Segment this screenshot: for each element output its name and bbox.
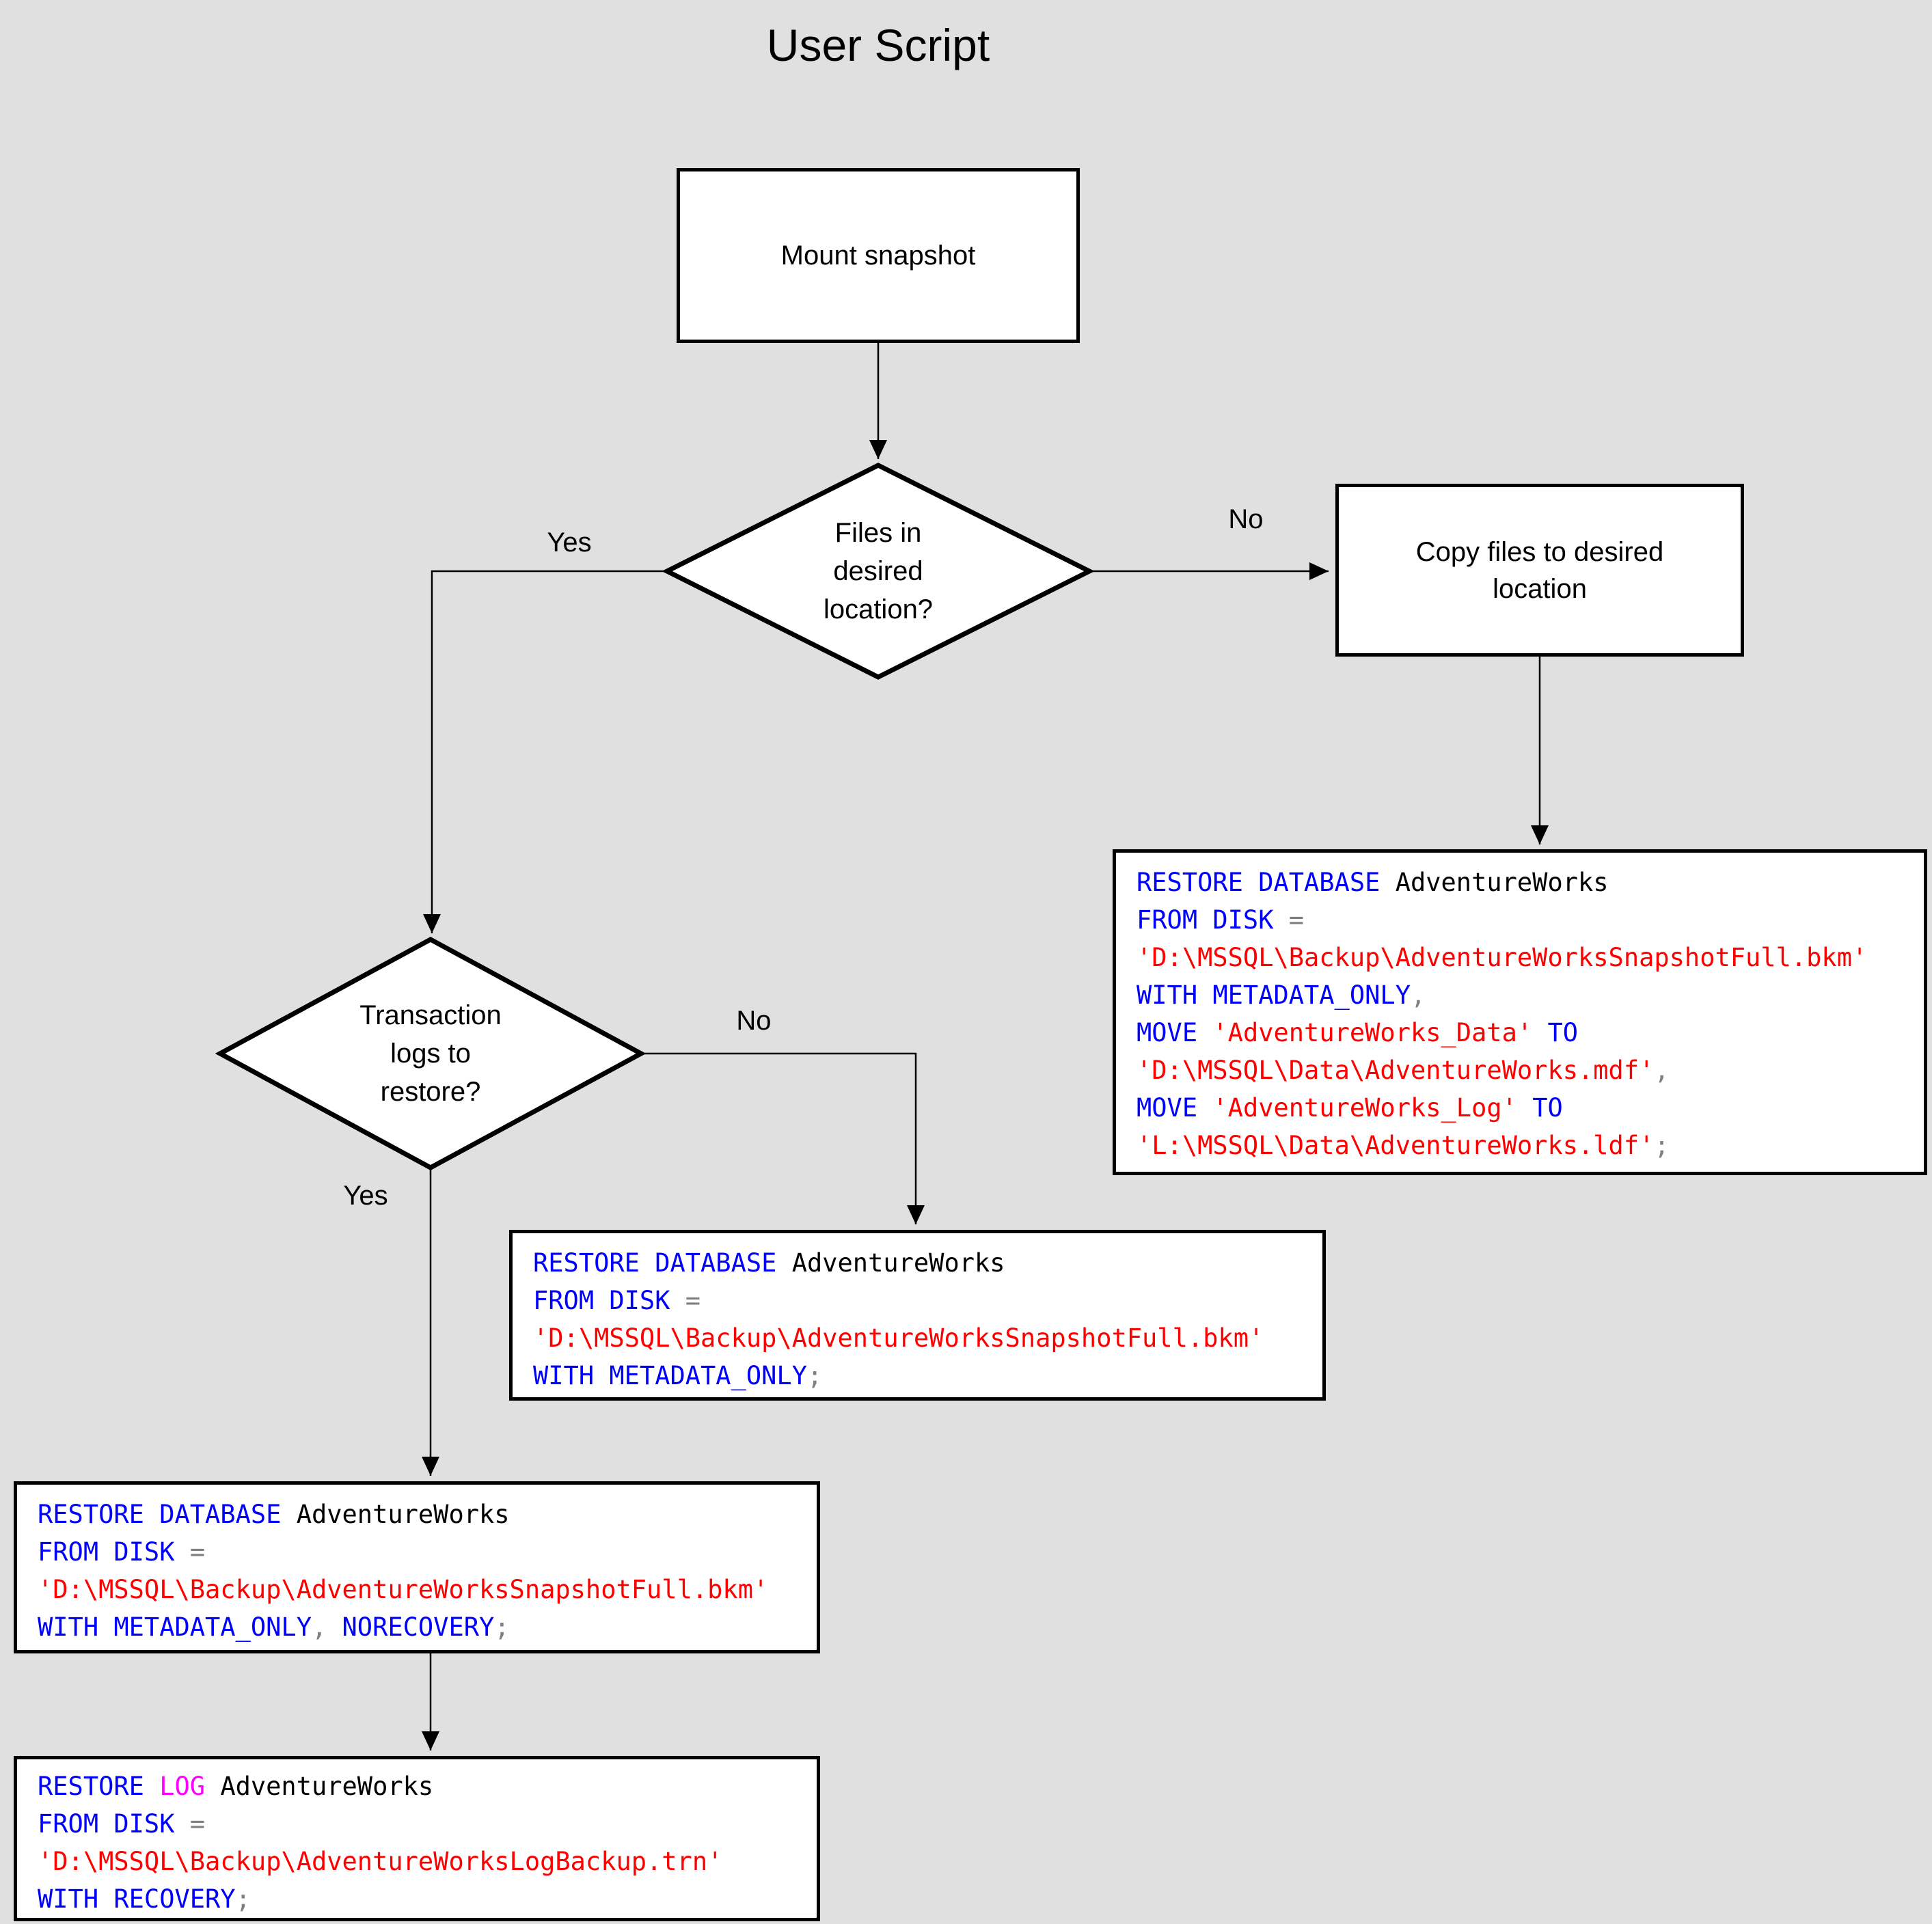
code-token-operator: = [685, 1286, 701, 1315]
code-token-operator: ; [806, 1361, 823, 1390]
edge-label-files-no: No [1228, 504, 1264, 534]
code-token-keyword: NORECOVERY [342, 1612, 495, 1642]
code-token-keyword: TO [1547, 1018, 1579, 1047]
code-line: FROM DISK = [1137, 901, 1903, 939]
node-mount-snapshot: Mount snapshot [677, 168, 1080, 343]
code-line: WITH RECOVERY; [38, 1880, 796, 1918]
code-token-keyword: WITH RECOVERY [38, 1884, 236, 1914]
edge-label-logs-no: No [736, 1006, 772, 1036]
code-line: RESTORE DATABASE AdventureWorks [1137, 864, 1903, 901]
connector-logs-no-to-restore-metadata [641, 1052, 925, 1224]
edge-label-logs-yes: Yes [343, 1181, 388, 1211]
code-token-operator: = [189, 1537, 206, 1567]
code-token-identifier: AdventureWorks [791, 1248, 1005, 1278]
code-token-identifier: AdventureWorks [1395, 868, 1609, 897]
code-line: WITH METADATA_ONLY; [533, 1357, 1302, 1394]
decision-shape-transaction-logs [215, 937, 647, 1170]
code-line: 'D:\MSSQL\Backup\AdventureWorksSnapshotF… [533, 1319, 1302, 1357]
code-line: RESTORE DATABASE AdventureWorks [533, 1244, 1302, 1282]
code-line: MOVE 'AdventureWorks_Data' TO [1137, 1014, 1903, 1052]
code-token-operator: , [1410, 980, 1426, 1010]
code-token-keyword: MOVE [1137, 1093, 1213, 1123]
code-token-string: 'D:\MSSQL\Backup\AdventureWorksLogBackup… [38, 1847, 723, 1876]
decision-label-files-in-location: Files in desired location? [823, 518, 934, 624]
code-token-operator: ; [235, 1884, 251, 1914]
code-token-operator: ; [494, 1612, 510, 1642]
decision-shape-files-in-location [662, 463, 1095, 680]
code-token-keyword: FROM DISK [1137, 905, 1289, 935]
code-token-string: 'L:\MSSQL\Data\AdventureWorks.ldf' [1137, 1131, 1655, 1160]
code-token-string: 'AdventureWorks_Log' [1212, 1093, 1517, 1123]
node-mount-snapshot-label: Mount snapshot [780, 240, 976, 271]
node-copy-files: Copy files to desired location [1335, 484, 1744, 657]
code-line: RESTORE LOG AdventureWorks [38, 1768, 796, 1805]
connector-files-yes-to-logs-decision [423, 570, 667, 933]
code-token-keyword: RESTORE DATABASE [38, 1500, 297, 1529]
code-token-keyword: WITH METADATA_ONLY [1137, 980, 1411, 1010]
code-token-keyword: WITH METADATA_ONLY [533, 1361, 807, 1390]
code-line: RESTORE DATABASE AdventureWorks [38, 1496, 796, 1533]
code-line: FROM DISK = [38, 1533, 796, 1571]
node-copy-files-label: Copy files to desired location [1415, 536, 1664, 604]
code-token-operator: ; [1654, 1131, 1670, 1160]
code-line: 'D:\MSSQL\Backup\AdventureWorksSnapshotF… [1137, 939, 1903, 976]
code-line: WITH METADATA_ONLY, NORECOVERY; [38, 1608, 796, 1646]
code-token-keyword: RESTORE [38, 1772, 160, 1801]
code-line: 'D:\MSSQL\Data\AdventureWorks.mdf', [1137, 1052, 1903, 1089]
code-token-string: 'AdventureWorks_Data' [1212, 1018, 1533, 1047]
code-token-keyword: MOVE [1137, 1018, 1213, 1047]
code-line: FROM DISK = [38, 1805, 796, 1843]
code-token-identifier [1517, 1093, 1532, 1123]
code-token-identifier: AdventureWorks [296, 1500, 510, 1529]
code-token-operator: , [1654, 1056, 1670, 1085]
code-token-operator: = [189, 1809, 206, 1839]
code-token-identifier [1532, 1018, 1547, 1047]
code-token-keyword: FROM DISK [38, 1537, 190, 1567]
code-line: MOVE 'AdventureWorks_Log' TO [1137, 1089, 1903, 1127]
code-token-string: 'D:\MSSQL\Backup\AdventureWorksSnapshotF… [38, 1575, 769, 1604]
code-line: 'L:\MSSQL\Data\AdventureWorks.ldf'; [1137, 1127, 1903, 1164]
code-line: WITH METADATA_ONLY, [1137, 976, 1903, 1014]
code-line: 'D:\MSSQL\Backup\AdventureWorksLogBackup… [38, 1843, 796, 1880]
code-token-identifier: AdventureWorks [205, 1772, 434, 1801]
code-token-string: 'D:\MSSQL\Data\AdventureWorks.mdf' [1137, 1056, 1655, 1085]
code-line: 'D:\MSSQL\Backup\AdventureWorksSnapshotF… [38, 1571, 796, 1608]
code-token-operator: = [1288, 905, 1305, 935]
code-token-keyword: FROM DISK [38, 1809, 190, 1839]
code-token-operator: , [311, 1612, 342, 1642]
code-token-log_keyword: LOG [159, 1772, 206, 1801]
code-line: FROM DISK = [533, 1282, 1302, 1319]
decision-label-transaction-logs: Transaction logs to restore? [359, 1000, 502, 1107]
code-token-string: 'D:\MSSQL\Backup\AdventureWorksSnapshotF… [533, 1323, 1264, 1353]
code-token-keyword: WITH METADATA_ONLY [38, 1612, 312, 1642]
flowchart-title: User Script [766, 20, 990, 70]
code-token-keyword: RESTORE DATABASE [533, 1248, 792, 1278]
code-token-keyword: FROM DISK [533, 1286, 685, 1315]
edge-label-files-yes: Yes [547, 527, 592, 558]
code-token-keyword: TO [1532, 1093, 1563, 1123]
code-token-string: 'D:\MSSQL\Backup\AdventureWorksSnapshotF… [1137, 943, 1868, 972]
code-token-keyword: RESTORE DATABASE [1137, 868, 1396, 897]
